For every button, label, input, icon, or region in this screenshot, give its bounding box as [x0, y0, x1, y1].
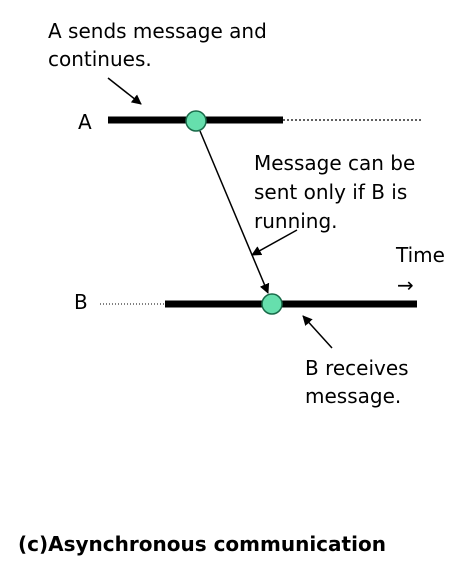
time-label: Time — [395, 243, 445, 267]
message-arrow — [199, 130, 270, 294]
message-note-line2: sent only if B is — [254, 180, 407, 204]
b-note-line2: message. — [305, 384, 401, 408]
message-note-pointer-arrow — [251, 229, 298, 256]
b-note-line1: B receives — [305, 356, 409, 380]
process-a-label: A — [78, 110, 92, 134]
time-arrow-icon: → — [397, 273, 414, 297]
message-note-line3: running. — [254, 209, 338, 233]
send-event-dot — [185, 110, 207, 132]
figure-caption: (c)Asynchronous communication — [18, 532, 386, 556]
receive-event-dot — [261, 293, 283, 315]
message-note-line1: Message can be — [254, 151, 415, 175]
process-b-label: B — [74, 290, 88, 314]
a-note-line2: continues. — [48, 47, 152, 71]
a-note-pointer-arrow — [107, 77, 142, 105]
b-note-pointer-arrow — [302, 315, 333, 349]
a-note-line1: A sends message and — [48, 19, 267, 43]
